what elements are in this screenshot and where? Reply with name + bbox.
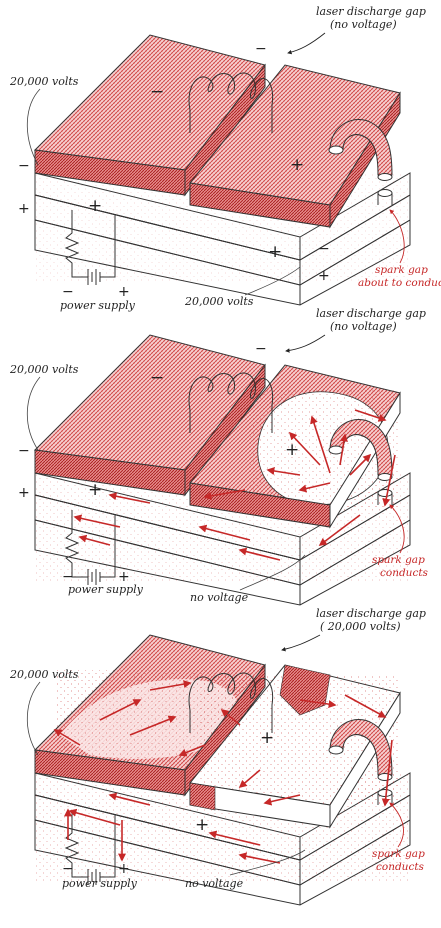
label-spark-gap: spark gap [372, 554, 425, 566]
minus-sign: − [62, 861, 74, 877]
label-spark-gap: spark gap [372, 848, 425, 860]
label-spark-gap-state: conducts [376, 861, 425, 873]
minus-sign: − [62, 569, 74, 585]
plus-sign: + [290, 155, 304, 175]
label-power-supply: power supply [68, 583, 144, 596]
plus-sign: + [118, 284, 130, 300]
plus-sign: + [18, 201, 30, 217]
label-discharge-gap: laser discharge gap [316, 5, 426, 18]
label-bottom-voltage: no voltage [190, 591, 249, 604]
minus-sign: − [255, 341, 267, 357]
plus-sign: + [118, 861, 130, 877]
plus-sign: + [18, 485, 30, 501]
plus-sign: + [88, 196, 102, 216]
plus-sign: + [88, 480, 102, 500]
panel-1: − + − − + + + − + − + laser discharge ga… [9, 5, 441, 312]
label-power-supply: power supply [60, 299, 136, 312]
label-discharge-gap: laser discharge gap [316, 607, 426, 620]
plus-sign: + [118, 569, 130, 585]
minus-sign: − [150, 368, 164, 388]
label-spark-gap-state: conducts [380, 567, 429, 579]
plus-sign: + [195, 815, 209, 835]
label-left-voltage: 20,000 volts [9, 668, 79, 681]
plus-sign: + [285, 440, 299, 460]
label-bottom-voltage: 20,000 volts [184, 295, 254, 308]
plus-sign: + [260, 728, 274, 748]
label-discharge-gap: laser discharge gap [316, 307, 426, 320]
panel-3: + + − + laser discharge gap ( 20,000 vol… [9, 607, 426, 906]
minus-sign: − [18, 158, 30, 174]
label-left-voltage: 20,000 volts [9, 363, 79, 376]
label-bottom-voltage: no voltage [185, 877, 244, 890]
label-power-supply: power supply [62, 877, 138, 890]
minus-sign: − [62, 284, 74, 300]
label-spark-gap: spark gap [375, 264, 428, 276]
minus-sign: − [150, 82, 164, 102]
panel-2: − + − − + + − + laser discharge gap (no … [9, 307, 429, 606]
minus-sign: − [18, 443, 30, 459]
label-discharge-gap-voltage: ( 20,000 volts) [320, 620, 401, 633]
plus-sign: + [318, 268, 330, 284]
label-spark-gap-state: about to conduct [358, 277, 441, 289]
minus-sign: − [255, 41, 267, 57]
minus-sign: − [318, 241, 330, 257]
label-left-voltage: 20,000 volts [9, 75, 79, 88]
plus-sign: + [268, 242, 282, 262]
label-discharge-gap-voltage: (no voltage) [330, 320, 397, 333]
label-discharge-gap-voltage: (no voltage) [330, 18, 397, 31]
